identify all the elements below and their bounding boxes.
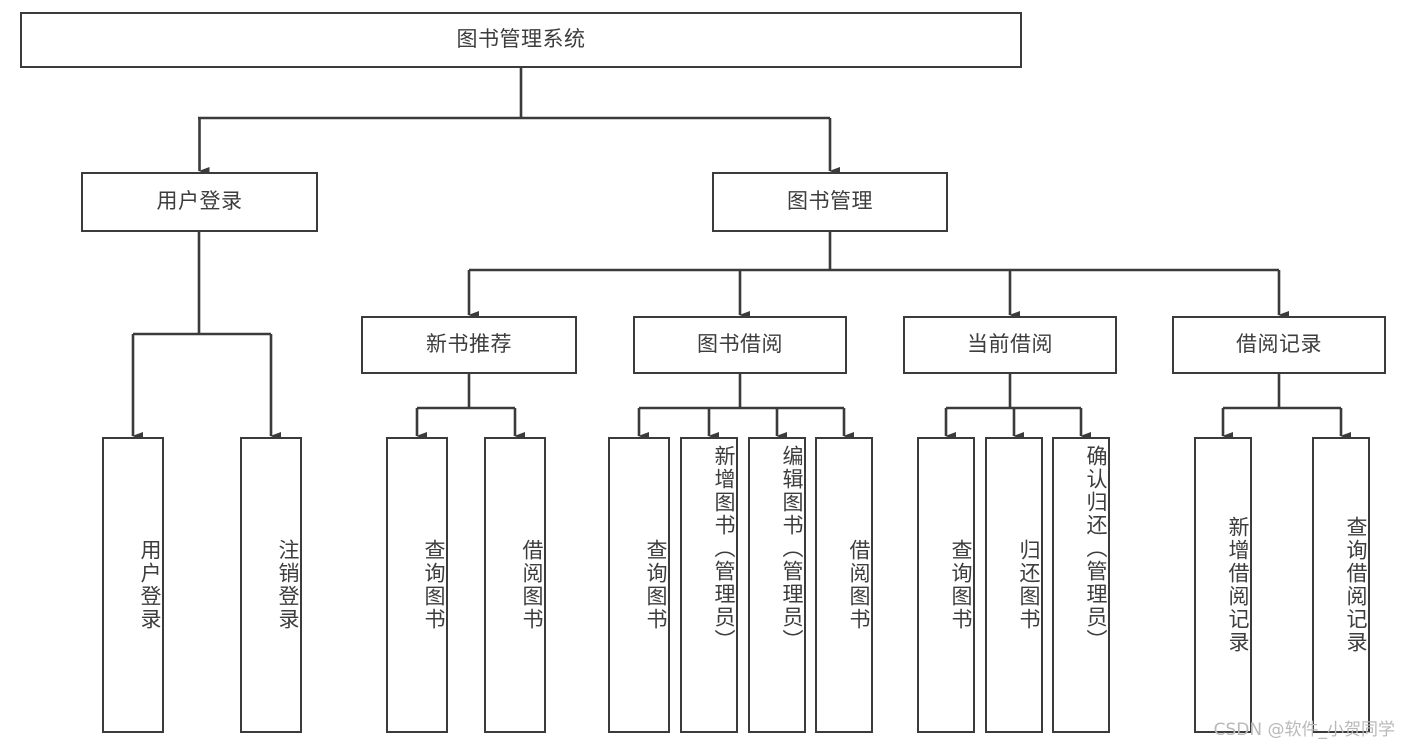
csdn-watermark: CSDN @软件_小贺同学 xyxy=(1213,720,1395,740)
node-new-book-recommend[interactable]: 新书推荐 xyxy=(361,316,577,374)
leaf-recommend-query-book[interactable]: 查询图书 xyxy=(386,437,448,733)
node-label: 图书管理 xyxy=(787,189,873,214)
node-label: 新增图书（管理员） xyxy=(712,445,736,652)
node-label: 查询借阅记录 xyxy=(1344,516,1368,654)
node-book-management[interactable]: 图书管理 xyxy=(712,172,948,232)
node-label: 新增借阅记录 xyxy=(1226,516,1250,654)
leaf-user-login[interactable]: 用户登录 xyxy=(102,437,164,733)
leaf-borrow-query-book[interactable]: 查询图书 xyxy=(608,437,670,733)
node-label: 用户登录 xyxy=(138,539,162,631)
node-label: 图书管理系统 xyxy=(456,27,586,52)
node-current-borrow[interactable]: 当前借阅 xyxy=(903,316,1117,374)
leaf-borrow-edit-book-admin[interactable]: 编辑图书（管理员） xyxy=(748,437,806,733)
edges-group xyxy=(131,68,1352,441)
node-borrow-record[interactable]: 借阅记录 xyxy=(1172,316,1386,374)
node-label: 查询图书 xyxy=(422,539,446,631)
node-label: 编辑图书（管理员） xyxy=(780,445,804,652)
leaf-borrow-borrow-book[interactable]: 借阅图书 xyxy=(815,437,873,733)
node-label: 借阅图书 xyxy=(520,539,544,631)
leaf-recommend-borrow-book[interactable]: 借阅图书 xyxy=(484,437,546,733)
node-label: 查询图书 xyxy=(949,539,973,631)
leaf-record-add-borrow-record[interactable]: 新增借阅记录 xyxy=(1194,437,1252,733)
node-label: 当前借阅 xyxy=(967,332,1053,357)
leaf-user-logout[interactable]: 注销登录 xyxy=(240,437,302,733)
node-root-system[interactable]: 图书管理系统 xyxy=(20,12,1022,68)
leaf-current-confirm-return-admin[interactable]: 确认归还（管理员） xyxy=(1052,437,1110,733)
node-book-borrow[interactable]: 图书借阅 xyxy=(633,316,847,374)
leaf-borrow-add-book-admin[interactable]: 新增图书（管理员） xyxy=(680,437,738,733)
node-label: 借阅记录 xyxy=(1236,332,1322,357)
node-user-login[interactable]: 用户登录 xyxy=(81,172,318,232)
leaf-current-query-book[interactable]: 查询图书 xyxy=(917,437,975,733)
node-label: 新书推荐 xyxy=(426,332,512,357)
leaf-current-return-book[interactable]: 归还图书 xyxy=(985,437,1043,733)
node-label: 确认归还（管理员） xyxy=(1084,445,1108,652)
node-label: 查询图书 xyxy=(644,539,668,631)
node-label: 用户登录 xyxy=(156,189,243,214)
node-label: 注销登录 xyxy=(276,539,300,631)
node-label: 借阅图书 xyxy=(847,539,871,631)
node-label: 图书借阅 xyxy=(697,332,783,357)
node-label: 归还图书 xyxy=(1017,539,1041,631)
leaf-record-query-borrow-record[interactable]: 查询借阅记录 xyxy=(1312,437,1370,733)
